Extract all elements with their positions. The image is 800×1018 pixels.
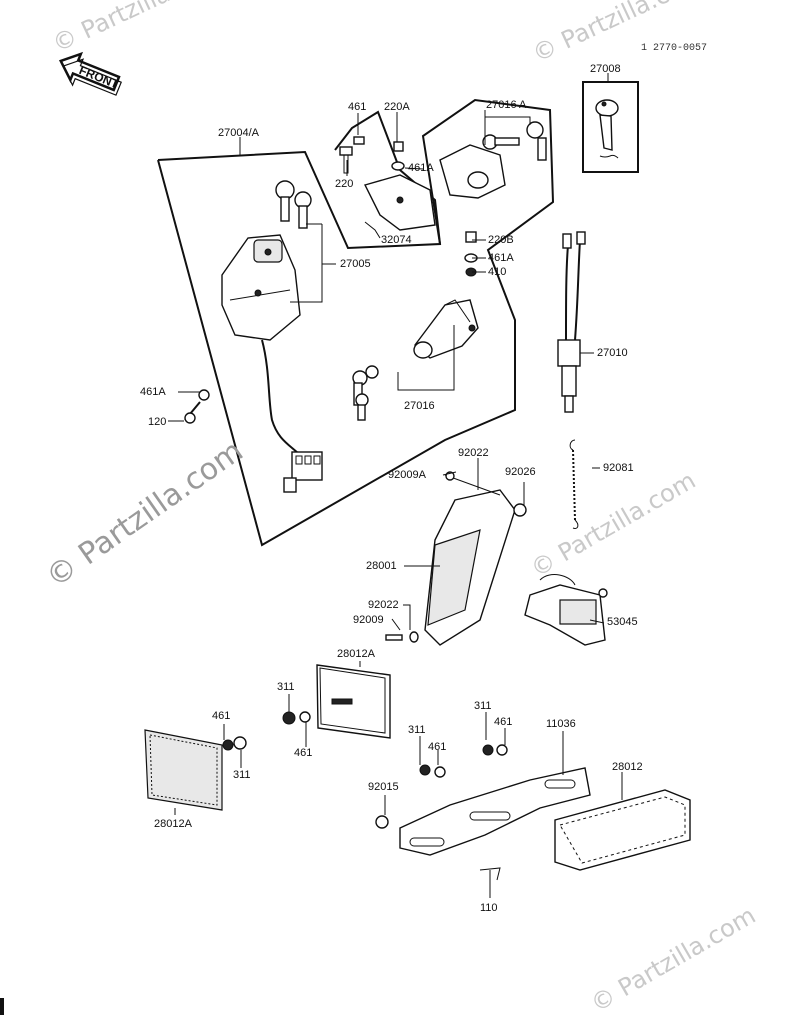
part-label-461[interactable]: 461 bbox=[348, 101, 367, 113]
lamp-28012-icon bbox=[554, 789, 691, 871]
screw-220B-icon bbox=[464, 231, 478, 277]
part-label-28012[interactable]: 28012 bbox=[612, 761, 643, 773]
part-label-461A-left[interactable]: 461A bbox=[140, 386, 166, 398]
license-bracket-11036-icon bbox=[375, 744, 591, 881]
part-label-92015[interactable]: 92015 bbox=[368, 781, 399, 793]
part-label-311-c[interactable]: 311 bbox=[408, 724, 426, 736]
part-label-461-a[interactable]: 461 bbox=[212, 710, 231, 722]
leader-lines bbox=[168, 73, 623, 898]
front-arrow-icon bbox=[58, 51, 123, 96]
reflector-28012A-top-icon bbox=[316, 664, 391, 739]
screw-92009-icon bbox=[385, 631, 419, 643]
part-label-461A-mid[interactable]: 461A bbox=[488, 252, 514, 264]
part-label-28001[interactable]: 28001 bbox=[366, 560, 397, 572]
part-label-110[interactable]: 110 bbox=[480, 902, 498, 914]
drawing-code: 1 2770-0057 bbox=[641, 43, 708, 54]
bracket-28001-icon bbox=[424, 471, 527, 646]
part-label-410[interactable]: 410 bbox=[488, 266, 507, 278]
part-label-461-c[interactable]: 461 bbox=[428, 741, 447, 753]
part-label-92026[interactable]: 92026 bbox=[505, 466, 536, 478]
part-label-311-b[interactable]: 311 bbox=[233, 769, 251, 781]
nut-311-a-icon bbox=[282, 711, 311, 725]
reflector-28012A-bottom-icon bbox=[144, 729, 247, 811]
part-label-461A[interactable]: 461A bbox=[408, 162, 434, 174]
part-label-92009A[interactable]: 92009A bbox=[388, 469, 426, 481]
screw-220A-icon bbox=[391, 141, 405, 171]
bracket-53045-icon bbox=[524, 574, 608, 646]
part-label-311-a[interactable]: 311 bbox=[277, 681, 295, 693]
part-label-11036[interactable]: 11036 bbox=[546, 718, 576, 730]
assembly-32074-outline bbox=[334, 110, 441, 245]
spring-92081-icon bbox=[569, 439, 579, 529]
part-label-461-d[interactable]: 461 bbox=[494, 716, 513, 728]
part-label-92022[interactable]: 92022 bbox=[458, 447, 489, 459]
part-label-92009[interactable]: 92009 bbox=[353, 614, 384, 626]
screw-220-icon bbox=[339, 136, 365, 174]
part-label-220[interactable]: 220 bbox=[335, 178, 354, 190]
part-label-120[interactable]: 120 bbox=[148, 416, 167, 428]
key-tag-27008-box bbox=[582, 81, 639, 173]
assembly-27004A-outline bbox=[157, 98, 555, 547]
part-label-53045[interactable]: 53045 bbox=[607, 616, 638, 628]
part-label-32074[interactable]: 32074 bbox=[381, 234, 412, 246]
key-tag-icon bbox=[595, 99, 619, 159]
part-label-27010[interactable]: 27010 bbox=[597, 347, 628, 359]
key-set-27005-icon bbox=[275, 180, 312, 229]
part-label-27004A[interactable]: 27004/A bbox=[218, 127, 259, 139]
part-label-220A[interactable]: 220A bbox=[384, 101, 410, 113]
part-label-28012A-bottom[interactable]: 28012A bbox=[154, 818, 192, 830]
part-label-27016A[interactable]: 27016 A bbox=[486, 99, 527, 111]
part-label-27016[interactable]: 27016 bbox=[404, 400, 435, 412]
screw-120-icon bbox=[184, 389, 210, 424]
ignition-switch-27005-icon bbox=[221, 234, 323, 493]
lock-27016A-icon bbox=[439, 121, 547, 199]
part-label-92081[interactable]: 92081 bbox=[603, 462, 634, 474]
switch-27010-icon bbox=[557, 231, 586, 413]
part-label-311-d[interactable]: 311 bbox=[474, 700, 492, 712]
part-label-28012A-top[interactable]: 28012A bbox=[337, 648, 375, 660]
bracket-32074-icon bbox=[363, 174, 436, 231]
part-label-27008[interactable]: 27008 bbox=[590, 63, 621, 75]
part-label-461-b[interactable]: 461 bbox=[294, 747, 313, 759]
part-label-220B[interactable]: 220B bbox=[488, 234, 514, 246]
part-label-27005[interactable]: 27005 bbox=[340, 258, 371, 270]
part-label-92022-mid[interactable]: 92022 bbox=[368, 599, 399, 611]
lock-27016-icon bbox=[352, 299, 479, 421]
corner-mark bbox=[0, 998, 4, 1015]
